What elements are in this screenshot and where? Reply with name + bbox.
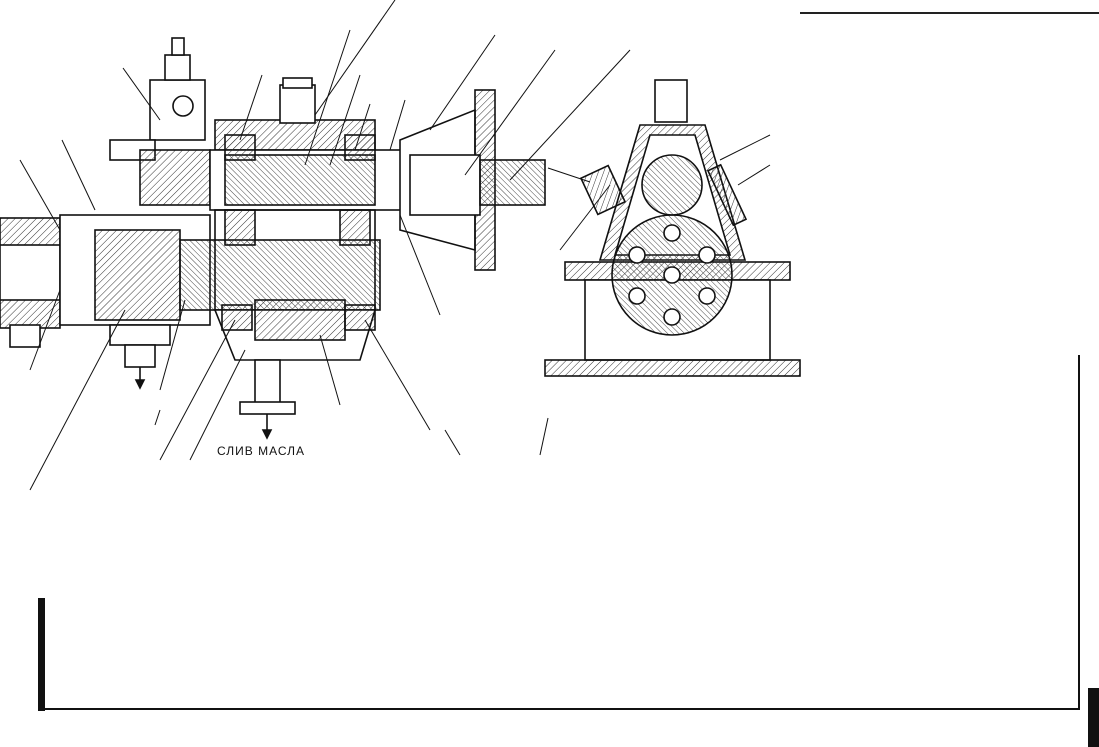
longitudinal-section (0, 37, 546, 440)
top-rule (800, 12, 1099, 14)
leader-lines (19, 0, 771, 491)
oil-drain-label: СЛИВ МАСЛА (217, 444, 305, 458)
page-edge-tab (1088, 688, 1099, 747)
frame-bottom-line (45, 708, 1079, 710)
frame-right-line (1078, 355, 1080, 710)
frame-left-bar (38, 598, 45, 711)
cross-section (544, 79, 801, 377)
